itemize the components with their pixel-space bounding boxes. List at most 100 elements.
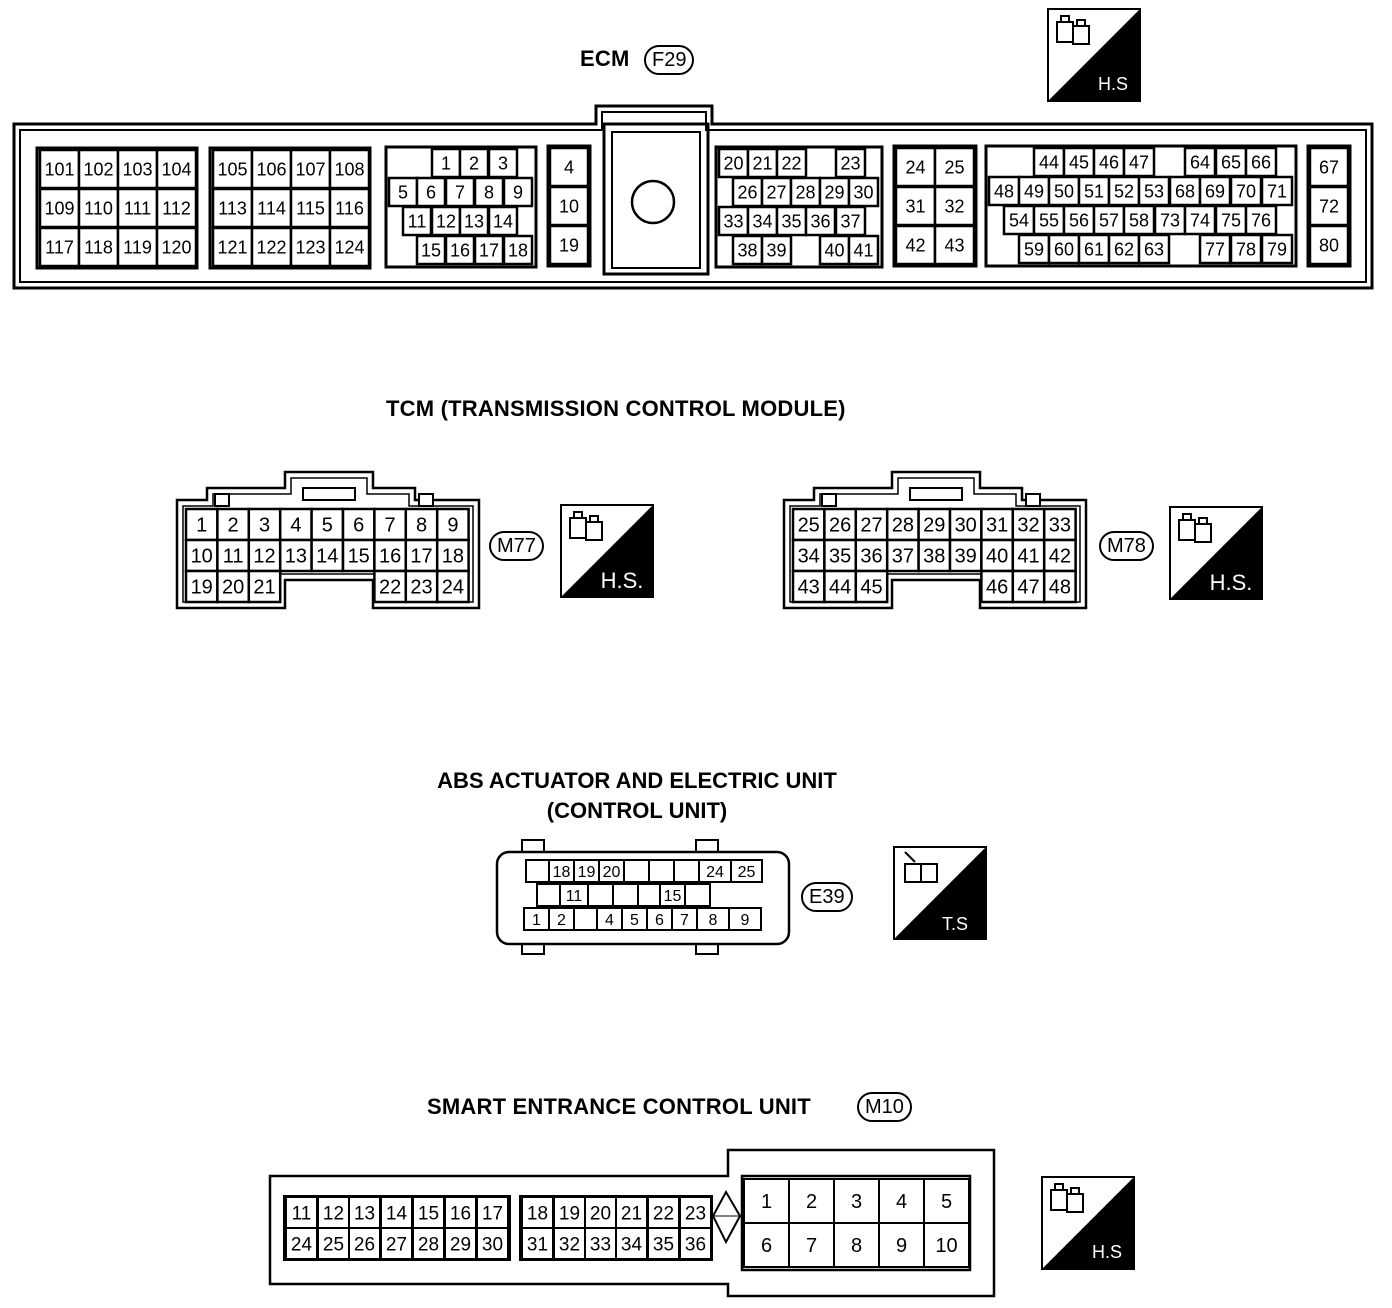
pin-cell: 2: [788, 1178, 835, 1224]
pin-cell: 66: [1244, 146, 1278, 178]
pin-number: 122: [256, 237, 286, 257]
pin-number: 11: [223, 546, 244, 568]
pin-cell: 45: [1062, 146, 1096, 178]
pin-number: 67: [1319, 157, 1339, 177]
pin-number: 10: [935, 1235, 957, 1257]
tcm-m78-code: M78: [1099, 531, 1154, 561]
pin-cell: 51: [1077, 175, 1111, 207]
pin-number: 31: [527, 1234, 548, 1255]
pin-number: 8: [484, 182, 494, 202]
pin-number: 30: [853, 182, 873, 202]
pin-number: 75: [1221, 210, 1241, 230]
pin-number: 27: [766, 182, 786, 202]
pin-number: 35: [781, 211, 801, 231]
pin-cell: 63: [1137, 233, 1171, 265]
pin-cell: 80: [1308, 224, 1350, 266]
pin-number: 105: [217, 159, 247, 179]
pin-cell: 19: [184, 569, 219, 604]
pin-cell: 122: [250, 226, 293, 268]
pin-number: 24: [442, 577, 464, 599]
pin-cell: 44: [823, 569, 858, 604]
pin-number: 5: [630, 912, 639, 929]
pin-cell: 9: [435, 507, 470, 542]
pin-number: 7: [806, 1235, 817, 1257]
pin-cell: 8: [696, 907, 730, 931]
pin-cell: 5: [621, 907, 648, 931]
pin-cell: 57: [1092, 204, 1126, 236]
pin-cell: 17: [473, 234, 505, 266]
pin-number: 22: [653, 1203, 674, 1224]
pin-cell: 114: [250, 187, 293, 229]
pin-cell: 35: [647, 1227, 680, 1260]
pin-cell: 119: [116, 226, 159, 268]
pin-number: 13: [464, 211, 484, 231]
pin-cell: 11: [285, 1196, 318, 1229]
pin-cell: 53: [1137, 175, 1171, 207]
pin-cell: 107: [289, 148, 332, 190]
pin-cell: 43: [933, 224, 976, 266]
pin-number: 36: [685, 1234, 706, 1255]
pin-number: 18: [553, 864, 571, 881]
pin-cell: 3: [833, 1178, 880, 1224]
pin-number: 112: [162, 198, 191, 218]
pin-number: 14: [493, 211, 513, 231]
pin-cell: 32: [553, 1227, 586, 1260]
pin-cell: 105: [211, 148, 254, 190]
pin-number: 30: [955, 515, 977, 537]
pin-cell: 22: [775, 147, 808, 179]
pin-number: 15: [421, 240, 441, 260]
pin-cell: 11: [216, 538, 251, 573]
pin-cell: 113: [211, 187, 254, 229]
pin-cell: 20: [717, 147, 750, 179]
pin-number: 64: [1190, 152, 1210, 172]
pin-number: 53: [1144, 181, 1164, 201]
pin-cell: 72: [1308, 185, 1350, 227]
pin-number: 15: [348, 546, 370, 568]
pin-number: 16: [450, 240, 470, 260]
pin-number: 43: [798, 577, 820, 599]
pin-number: 70: [1236, 181, 1256, 201]
pin-cell: 3: [487, 147, 519, 179]
pin-number: 40: [986, 546, 1008, 568]
pin-number: 47: [1129, 152, 1149, 172]
pin-number: 20: [590, 1203, 611, 1224]
pin-cell: 10: [184, 538, 219, 573]
abs-badge-label: T.S: [942, 914, 968, 934]
pin-number: 18: [527, 1203, 548, 1224]
pin-number: 21: [621, 1203, 642, 1224]
pin-number: 62: [1114, 239, 1134, 259]
pin-number: 25: [944, 157, 964, 177]
pin-number: 6: [655, 912, 664, 929]
pin-cell: 118: [77, 226, 120, 268]
pin-number: 34: [621, 1234, 643, 1255]
ecm-connector-code: F29: [644, 45, 695, 75]
pin-number: 33: [723, 211, 743, 231]
pin-number: 8: [709, 912, 718, 929]
pin-number: 50: [1054, 181, 1074, 201]
pin-cell: 11: [559, 883, 589, 907]
pin-cell: 26: [823, 507, 858, 542]
ecm-lock-hole: [630, 179, 676, 225]
connector-icon: [1178, 513, 1212, 543]
pin-number: 2: [469, 153, 479, 173]
pin-number: 101: [44, 159, 74, 179]
pin-number: 14: [316, 546, 338, 568]
pin-number: 48: [1049, 577, 1071, 599]
pin-cell: 14: [380, 1196, 413, 1229]
pin-cell: 12: [430, 205, 462, 237]
pin-number: 11: [566, 888, 583, 905]
pin-number: 19: [578, 864, 596, 881]
pin-cell: 13: [348, 1196, 381, 1229]
ecm-badge-label: H.S: [1098, 74, 1128, 94]
pin-cell: 4: [548, 146, 590, 188]
pin-number: 59: [1024, 239, 1044, 259]
pin-cell: 29: [917, 507, 952, 542]
pin-number: 32: [1017, 515, 1039, 537]
pin-cell: 5: [923, 1178, 970, 1224]
pin-number: 23: [685, 1203, 706, 1224]
pin-cell: 38: [731, 234, 764, 266]
pin-cell: 58: [1122, 204, 1156, 236]
pin-number: 107: [295, 159, 325, 179]
